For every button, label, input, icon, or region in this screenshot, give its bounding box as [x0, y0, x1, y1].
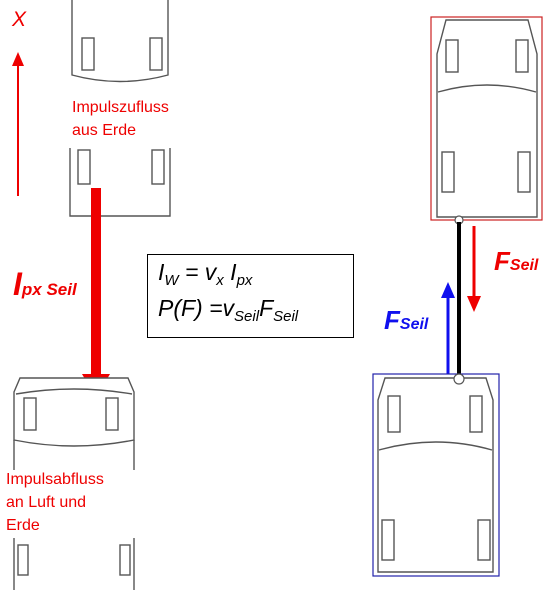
force-label-blue: FSeil: [384, 305, 428, 336]
force-red-subscript: Seil: [509, 257, 539, 274]
momentum-current-label: Ipx Seil: [13, 266, 77, 303]
f1-lhs-sub: W: [164, 272, 179, 289]
f2-eq: =: [202, 295, 223, 321]
f2-v-sub: Seil: [234, 308, 260, 325]
momentum-current-arrow: [82, 188, 110, 398]
formula-line-1: IW = vx Ipx: [158, 259, 252, 289]
f2-lhs: P(F): [158, 295, 203, 321]
formula-box: IW = vx Ipx P(F) =vSeilFSeil: [147, 254, 354, 338]
f2-f: F: [259, 295, 274, 321]
f1-i: I: [230, 259, 237, 285]
force-blue-symbol: F: [384, 305, 400, 335]
f2-f-sub: Seil: [273, 308, 299, 325]
f1-i-sub: px: [236, 272, 253, 289]
inflow-label: Impulszufluss aus Erde: [72, 99, 169, 139]
towing-car-right: [430, 16, 543, 225]
current-symbol: I: [13, 266, 22, 302]
f1-v: v: [204, 259, 217, 285]
force-arrow-red: [467, 226, 481, 312]
f1-v-sub: x: [216, 272, 224, 289]
f1-lhs: I: [158, 259, 165, 285]
f1-eq: =: [178, 259, 205, 285]
force-label-red: FSeil: [494, 246, 538, 277]
formula-line-2: P(F) =vSeilFSeil: [158, 295, 298, 325]
force-arrow-blue: [441, 282, 455, 374]
f2-v: v: [222, 295, 235, 321]
outflow-label: Impulsabfluss an Luft und Erde: [6, 471, 104, 534]
towed-car-left: [13, 377, 135, 590]
axis-label-x: X: [12, 8, 27, 31]
current-subscript: px Seil: [21, 280, 77, 299]
x-axis-arrow: [12, 52, 24, 196]
force-blue-subscript: Seil: [399, 316, 429, 333]
towed-car-right: [372, 373, 500, 577]
force-red-symbol: F: [494, 246, 510, 276]
